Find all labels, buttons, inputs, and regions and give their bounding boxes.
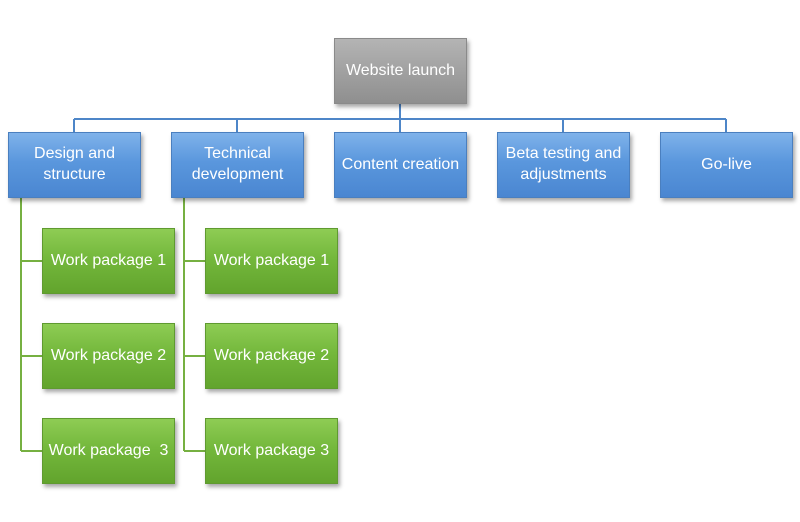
root-node[interactable]: Website launch	[334, 38, 467, 104]
phase-label: Design and structure	[34, 145, 115, 183]
technical-work-package-3[interactable]: Work package 3	[205, 418, 338, 484]
technical-work-package-2[interactable]: Work package 2	[205, 323, 338, 389]
root-connectors	[73, 104, 727, 132]
work-package-label: Work package 2	[50, 346, 167, 364]
phase-go-live[interactable]: Go-live	[660, 132, 793, 198]
phase-label: Go-live	[701, 155, 752, 173]
technical-work-package-1[interactable]: Work package 1	[205, 228, 338, 294]
design-package-connectors	[20, 198, 42, 452]
phase-technical-development[interactable]: Technical development	[171, 132, 304, 198]
technical-package-connectors	[183, 198, 205, 452]
work-package-label: Work package 2	[213, 346, 330, 364]
phase-label: Technical development	[191, 145, 284, 183]
design-work-package-1[interactable]: Work package 1	[42, 228, 175, 294]
phase-label: Content creation	[341, 155, 460, 173]
work-package-label: Work package 3	[48, 441, 169, 459]
design-work-package-2[interactable]: Work package 2	[42, 323, 175, 389]
work-package-label: Work package 1	[213, 251, 330, 269]
phase-content-creation[interactable]: Content creation	[334, 132, 467, 198]
design-work-package-3[interactable]: Work package 3	[42, 418, 175, 484]
phase-design-structure[interactable]: Design and structure	[8, 132, 141, 198]
work-package-label: Work package 1	[50, 251, 167, 269]
phase-label: Beta testing and adjustments	[505, 145, 622, 183]
root-label: Website launch	[345, 61, 456, 79]
work-package-label: Work package 3	[213, 441, 330, 459]
phase-beta-testing[interactable]: Beta testing and adjustments	[497, 132, 630, 198]
